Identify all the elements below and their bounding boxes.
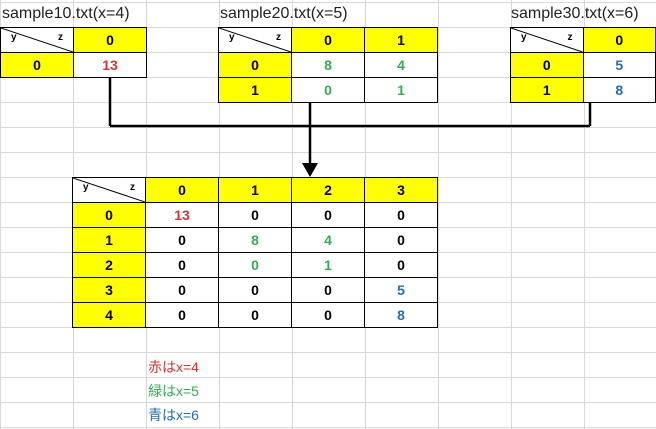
combined-row-header[interactable]: 1 <box>72 227 146 253</box>
table30-title: sample30.txt(x=6) <box>511 5 639 22</box>
table20-cell[interactable]: 0 <box>291 77 365 103</box>
table30-row-header[interactable]: 1 <box>510 77 584 103</box>
combined-cell[interactable]: 0 <box>291 202 365 228</box>
combined-row-header[interactable]: 2 <box>72 252 146 278</box>
table10: y z 0 0 13 <box>0 27 147 78</box>
legend-red: 赤はx=4 <box>148 359 199 375</box>
combined-table: y z 0 1 2 3 0 13 0 0 0 1 0 8 4 0 2 0 0 1… <box>72 177 438 328</box>
corner-y-label: y <box>229 32 235 43</box>
table20-col-header[interactable]: 1 <box>364 27 438 53</box>
table30: y z 0 0 5 1 8 <box>510 27 656 103</box>
table10-cell[interactable]: 13 <box>73 52 147 78</box>
corner-y-label: y <box>11 32 17 43</box>
table20-row-header[interactable]: 1 <box>218 77 292 103</box>
table20-cell[interactable]: 8 <box>291 52 365 78</box>
table20-col-header[interactable]: 0 <box>291 27 365 53</box>
table30-corner-cell[interactable]: y z <box>510 27 584 53</box>
combined-row-header[interactable]: 0 <box>72 202 146 228</box>
combined-cell[interactable]: 0 <box>218 302 292 328</box>
combined-cell[interactable]: 0 <box>145 227 219 253</box>
table20-corner-cell[interactable]: y z <box>218 27 292 53</box>
combined-cell[interactable]: 13 <box>145 202 219 228</box>
combined-cell[interactable]: 0 <box>145 302 219 328</box>
table10-corner-cell[interactable]: y z <box>0 27 74 53</box>
combined-col-header[interactable]: 1 <box>218 177 292 203</box>
table20: y z 0 1 0 8 4 1 0 1 <box>218 27 438 103</box>
combined-cell[interactable]: 0 <box>364 252 438 278</box>
combined-cell[interactable]: 0 <box>364 202 438 228</box>
table20-cell[interactable]: 4 <box>364 52 438 78</box>
combined-corner-cell[interactable]: y z <box>72 177 146 203</box>
table10-title: sample10.txt(x=4) <box>2 5 130 22</box>
combined-col-header[interactable]: 3 <box>364 177 438 203</box>
combined-row-header[interactable]: 3 <box>72 277 146 303</box>
combined-cell[interactable]: 0 <box>291 277 365 303</box>
combined-cell[interactable]: 0 <box>291 302 365 328</box>
corner-z-label: z <box>567 32 573 43</box>
combined-cell[interactable]: 0 <box>218 252 292 278</box>
table30-col-header[interactable]: 0 <box>582 27 656 53</box>
table30-cell[interactable]: 5 <box>582 52 656 78</box>
corner-z-label: z <box>276 32 281 43</box>
table20-row-header[interactable]: 0 <box>218 52 292 78</box>
corner-y-label: y <box>521 32 527 43</box>
table20-title: sample20.txt(x=5) <box>220 5 348 22</box>
combined-cell[interactable]: 8 <box>364 302 438 328</box>
corner-z-label: z <box>130 182 135 193</box>
table10-row-header[interactable]: 0 <box>0 52 74 78</box>
combined-cell[interactable]: 8 <box>218 227 292 253</box>
table30-cell[interactable]: 8 <box>582 77 656 103</box>
table10-col-header[interactable]: 0 <box>73 27 147 53</box>
combined-row-header[interactable]: 4 <box>72 302 146 328</box>
table20-cell[interactable]: 1 <box>364 77 438 103</box>
legend-blue: 青はx=6 <box>148 407 199 423</box>
combined-col-header[interactable]: 2 <box>291 177 365 203</box>
combined-cell[interactable]: 0 <box>145 252 219 278</box>
combined-cell[interactable]: 0 <box>218 202 292 228</box>
combined-cell[interactable]: 0 <box>145 277 219 303</box>
combined-cell[interactable]: 5 <box>364 277 438 303</box>
legend-green: 緑はx=5 <box>148 383 199 399</box>
table30-row-header[interactable]: 0 <box>510 52 584 78</box>
combined-col-header[interactable]: 0 <box>145 177 219 203</box>
combined-cell[interactable]: 4 <box>291 227 365 253</box>
corner-z-label: z <box>58 32 63 43</box>
corner-y-label: y <box>83 182 89 193</box>
combined-cell[interactable]: 0 <box>364 227 438 253</box>
combined-cell[interactable]: 1 <box>291 252 365 278</box>
combined-cell[interactable]: 0 <box>218 277 292 303</box>
